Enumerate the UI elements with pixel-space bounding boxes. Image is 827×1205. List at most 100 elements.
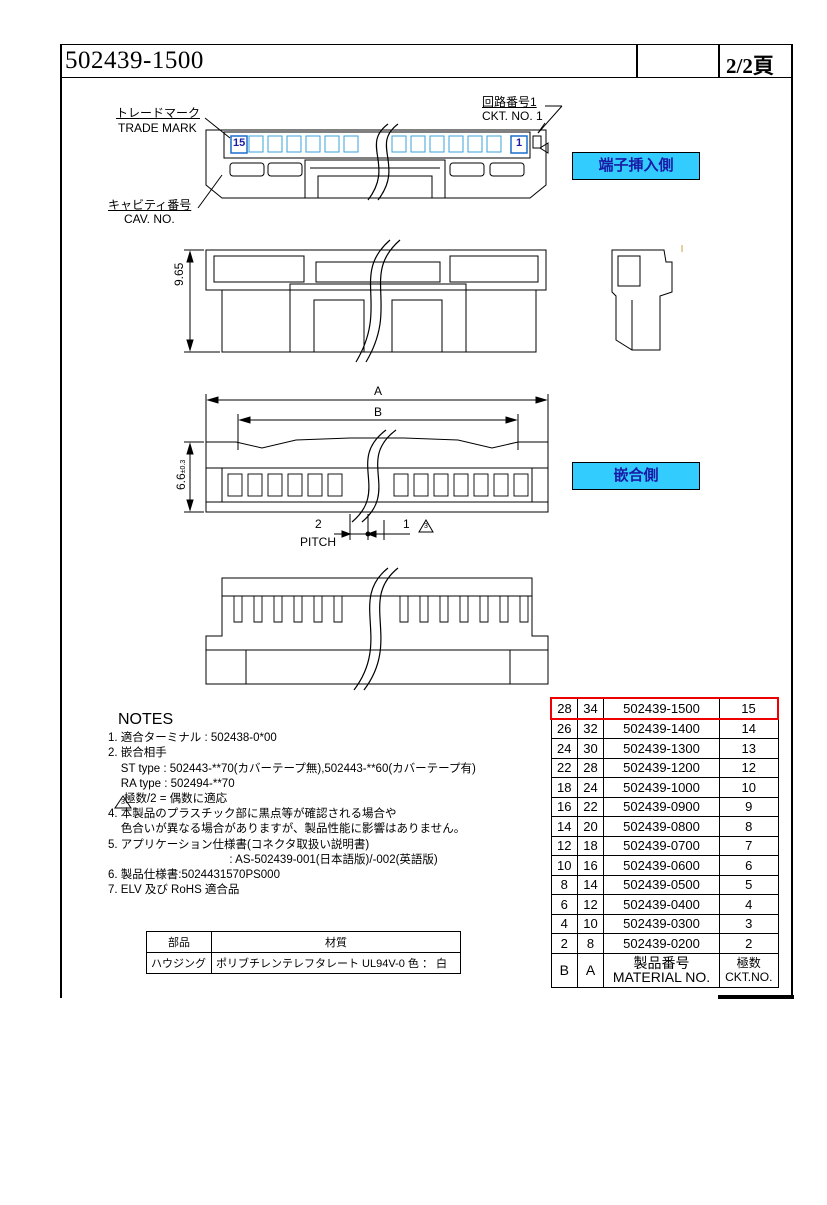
table-cell-a: 28 [577,757,604,778]
material-spec: ポリブチレンテレフタレート UL94V-0 色 ： 白 [211,952,461,974]
table-cell-b: 14 [550,816,578,837]
table-cell-b: 28 [550,697,578,720]
cavity-no-label-jp: キャビティ番号 [108,198,192,212]
page-number: 2/2頁 [726,54,774,78]
table-cell-ckt: 13 [719,738,779,759]
table-cell-material-no: 502439-0700 [603,835,720,856]
mating-side-label: 嵌合側 [572,462,700,490]
table-cell-ckt: 9 [719,796,779,817]
table-cell-b: 8 [550,874,578,895]
notes-revision-mark: 3 [121,799,125,806]
title-divider [636,45,638,77]
table-cell-ckt: 5 [719,874,779,895]
table-cell-b: 4 [550,913,578,934]
note-line: 2. 嵌合相手 [108,747,167,760]
table-cell-material-no: 502439-1400 [603,718,720,739]
table-cell-ckt: 3 [719,913,779,934]
table-cell-b: 26 [550,718,578,739]
table-cell-ckt: 12 [719,757,779,778]
table-cell-a: 8 [577,933,604,954]
table-cell-b: 18 [550,777,578,798]
header-a: A [577,952,604,988]
notes-title: NOTES [118,711,174,728]
table-cell-material-no: 502439-1000 [603,777,720,798]
circuit-no-label-jp: 回路番号1 [482,95,537,109]
table-cell-material-no: 502439-1500 [603,697,720,720]
table-cell-a: 24 [577,777,604,798]
table-cell-a: 32 [577,718,604,739]
cavity-no-label-en: CAV. NO. [124,212,175,226]
cavity-number-first: 15 [233,137,246,149]
material-part: ハウジング [146,952,212,974]
table-cell-b: 24 [550,738,578,759]
table-cell-a: 34 [577,697,604,720]
table-cell-material-no: 502439-0800 [603,816,720,837]
height-dimension-6-6: 6.6±0.3 [174,459,188,490]
frame-corner-bar [718,995,794,999]
note-line: 6. 製品仕様書:5024431570PS000 [108,869,280,882]
table-cell-ckt: 6 [719,855,779,876]
header-b-line: B [559,962,569,978]
table-cell-material-no: 502439-0900 [603,796,720,817]
table-cell-a: 10 [577,913,604,934]
title-bar: 502439-1500 2/2頁 [60,44,793,78]
material-header-part: 部品 [146,931,212,953]
note-line: 1. 適合ターミナル : 502438-0*00 [108,732,277,745]
note-line: 7. ELV 及び RoHS 適合品 [108,884,240,897]
table-cell-a: 30 [577,738,604,759]
dimension-a: A [374,384,383,398]
table-cell-material-no: 502439-0500 [603,874,720,895]
part-number-title: 502439-1500 [65,47,204,74]
table-cell-b: 22 [550,757,578,778]
header-b: B [550,952,578,988]
table-cell-a: 14 [577,874,604,895]
note-line: 5. アプリケーション仕様書(コネクタ取扱い説明書) [108,838,370,851]
circuit-no-label-en: CKT. NO. 1 [482,109,543,123]
dimension-b: B [374,405,383,419]
header-ckt-no-line: 極数 [736,956,761,970]
note-line: 4. 本製品のプラスチック部に黒点等が確認される場合や [108,808,397,821]
table-cell-ckt: 15 [719,697,779,720]
revision-mark: 3 [424,523,428,530]
header-a-line: A [585,962,596,978]
header-material-no-line: MATERIAL NO. [612,969,711,985]
title-divider [718,45,720,77]
note-line: 色合いが異なる場合がありますが、製品性能に影響はありません。 [108,823,466,836]
table-cell-material-no: 502439-0300 [603,913,720,934]
table-cell-ckt: 14 [719,718,779,739]
table-cell-ckt: 4 [719,894,779,915]
table-cell-ckt: 8 [719,816,779,837]
trade-mark-label-jp: トレードマーク [116,106,201,120]
note-line: : AS-502439-001(日本語版)/-002(英語版) [108,853,438,866]
header-ckt-no-line: CKT.NO. [725,970,773,984]
insertion-side-label: 端子挿入側 [572,152,700,180]
table-cell-ckt: 10 [719,777,779,798]
pitch-label: PITCH [300,535,336,549]
material-header-material: 材質 [211,931,461,953]
table-cell-a: 12 [577,894,604,915]
table-cell-material-no: 502439-1200 [603,757,720,778]
cavity-number-last: 1 [516,137,523,149]
height-dimension-9-65: 9.65 [172,262,186,286]
note-line: 極数/2 = 偶数に適応 [108,793,228,806]
pitch-value: 2 [315,517,322,531]
trade-mark-label-en: TRADE MARK [118,121,197,135]
notes-section: NOTES 1. 適合ターミナル : 502438-0*00 2. 嵌合相手 S… [108,711,476,898]
table-cell-ckt: 2 [719,933,779,954]
header-material-no-line: 製品番号 [633,955,690,971]
table-cell-a: 22 [577,796,604,817]
